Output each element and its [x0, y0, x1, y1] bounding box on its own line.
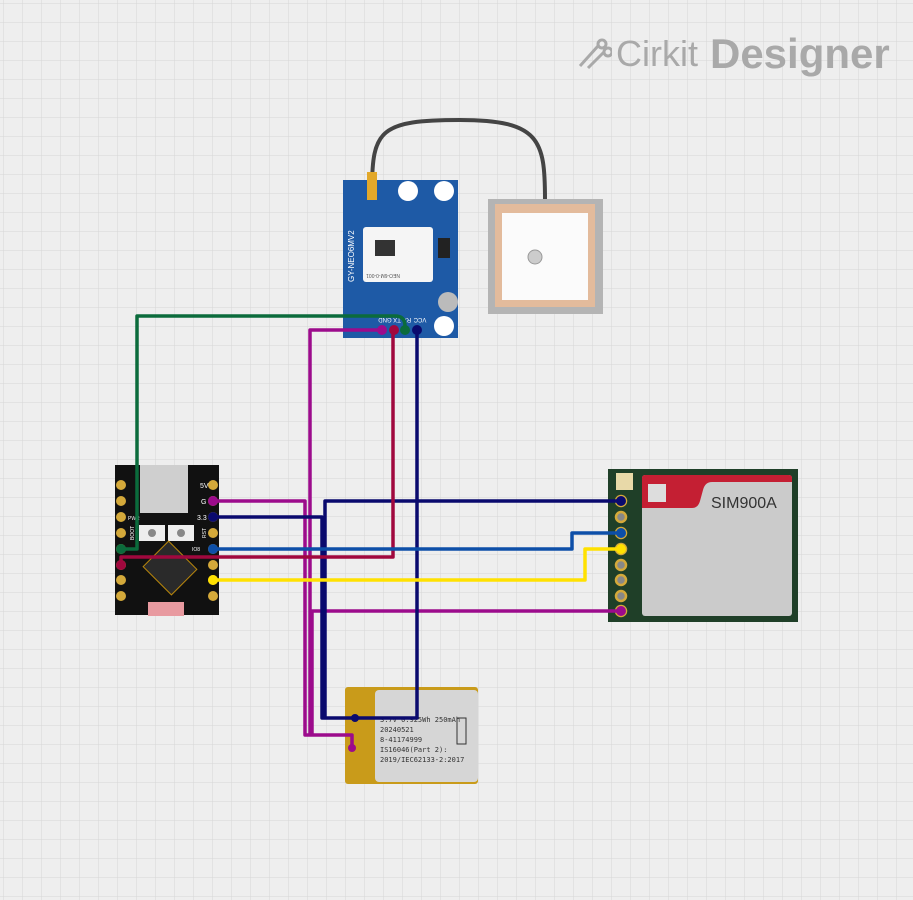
gps-pin-rx: RX: [403, 316, 411, 322]
logo-cirkit: Cirkit: [616, 33, 698, 74]
wire-navy-vcc-esp: [213, 515, 355, 720]
esp-pin-5v: 5V: [200, 483, 209, 490]
lipo-battery[interactable]: 3.7V 0.925Wh 250mAh 20240521 8-41174999 …: [345, 687, 478, 784]
battery-text-4: IS16046(Part 2):: [380, 746, 447, 754]
battery-text-1: 3.7V 0.925Wh 250mAh: [380, 716, 460, 724]
battery-text-2: 20240521: [380, 726, 414, 734]
esp-pin-g: G: [201, 499, 206, 506]
gps-patch-antenna[interactable]: [488, 199, 603, 314]
antenna-cable: [370, 117, 547, 201]
battery-text-5: 2019/IEC62133-2:2017: [380, 756, 464, 764]
wire-navy-vcc-gps: [355, 330, 419, 720]
logo-designer: Designer: [709, 30, 890, 77]
circuit-logo-icon: [578, 38, 612, 70]
wire-blue: [213, 531, 621, 551]
wire-yellow: [213, 547, 621, 582]
sim-label: SIM900A: [711, 495, 777, 512]
gps-pin-vcc: VCC: [413, 316, 426, 322]
esp-pin-3v3: 3.3: [197, 515, 207, 522]
gps-pin-gnd: GND: [378, 316, 392, 322]
wire-purple-gnd-esp: [213, 499, 354, 748]
esp-pin-rst: RST: [202, 528, 208, 538]
gps-module[interactable]: GY-NEO6MV2 NEO-6M-0-001 GND TX RX VCC: [343, 172, 458, 338]
gps-pin-tx: TX: [393, 316, 401, 322]
sim900a-module[interactable]: SIM900A: [608, 469, 798, 622]
battery-text-3: 8-41174999: [380, 736, 422, 744]
esp-pin-io8: IO8: [192, 547, 200, 553]
esp-pin-pwr: PWR: [128, 516, 140, 522]
wire-purple-gnd-gps: [308, 328, 382, 735]
gps-board-label: GY-NEO6MV2: [347, 230, 356, 282]
gps-module-label: NEO-6M-0-001: [366, 272, 400, 278]
wire-purple-gnd-sim: [310, 609, 621, 735]
esp32-c3-board[interactable]: 5V G 3.3 RST IO8 BOOT PWR: [115, 465, 219, 616]
wire-navy-vcc-sim: [323, 499, 621, 718]
antenna-connector: [367, 172, 377, 200]
cirkit-designer-logo: Cirkit Designer: [578, 30, 890, 78]
usb-c-port: [140, 465, 188, 513]
esp-pin-boot: BOOT: [130, 526, 136, 540]
